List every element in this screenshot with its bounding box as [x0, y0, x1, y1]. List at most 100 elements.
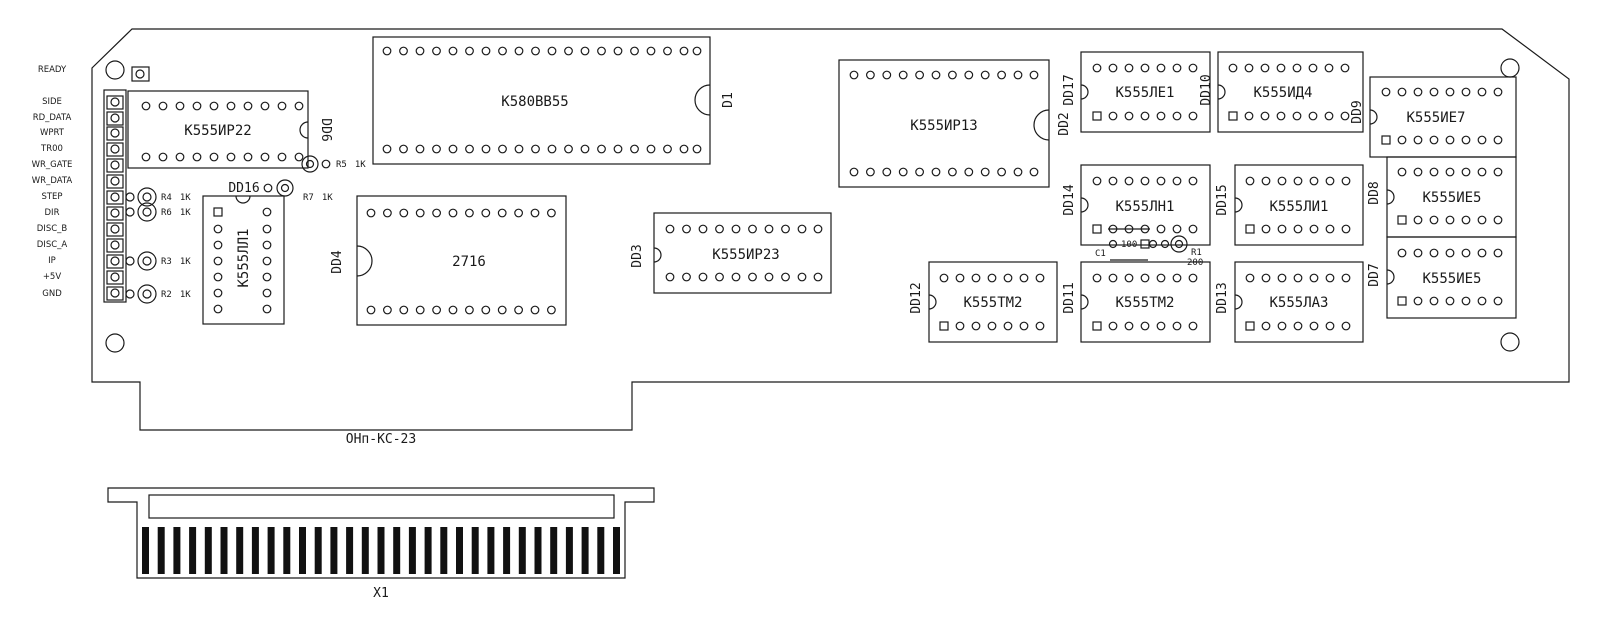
signal-label: DIR	[45, 208, 60, 218]
chip-part-label: К555ИР22	[184, 123, 251, 139]
chip-dd7: К555ИЕ5 DD7	[1367, 236, 1517, 319]
chip-ref-label: DD13	[1215, 282, 1230, 313]
chip-part-label: К555ИД4	[1253, 85, 1312, 101]
chip-part-label: К555ТМ2	[963, 295, 1022, 311]
chip-dd4: 2716 DD4	[330, 195, 567, 326]
chip-part-label: К555ИЕ5	[1422, 271, 1481, 287]
connector-contact	[220, 527, 228, 574]
chip-part-label: К555ЛА3	[1269, 295, 1328, 311]
chip-ref-label: DD4	[330, 250, 345, 274]
signal-header	[103, 89, 127, 303]
ready-pad-hole	[135, 69, 145, 79]
signal-label: READY	[38, 65, 67, 75]
chip-ref-label: DD16	[228, 181, 259, 196]
connector-contact	[393, 527, 401, 574]
connector-contact	[377, 527, 385, 574]
chip-ref-label: DD3	[630, 244, 645, 267]
signal-label: TR00	[40, 144, 63, 154]
chip-ref-label: DD9	[1350, 100, 1365, 123]
signal-label: STEP	[41, 192, 62, 202]
signal-label: RD_DATA	[33, 113, 72, 123]
connector-label: X1	[373, 586, 389, 601]
chip-ref-label: DD2	[1057, 112, 1072, 135]
connector-contact	[581, 527, 589, 574]
chip-ref-label: DD8	[1367, 181, 1382, 204]
connector-contact	[408, 527, 416, 574]
chip-dd15: К555ЛИ1 DD15	[1215, 164, 1364, 246]
connector-contact	[236, 527, 244, 574]
connector-contact	[330, 527, 338, 574]
chip-ref-label: DD15	[1215, 184, 1230, 215]
chip-dd14: К555ЛН1 DD14	[1062, 164, 1211, 246]
connector-contact	[518, 527, 526, 574]
chip-part-label: К555ЛЕ1	[1115, 85, 1174, 101]
connector-contact	[565, 527, 573, 574]
chip-part-label: К555ИЕ5	[1422, 190, 1481, 206]
r1-value-label: 200	[1187, 258, 1203, 268]
signal-label: DISC_B	[37, 224, 68, 234]
r5-pad	[301, 155, 331, 173]
connector-contact	[299, 527, 306, 574]
chip-part-label: К555ИР13	[910, 118, 977, 134]
chip-ref-label: D1	[721, 92, 736, 108]
chip-dd6: К555ИР22 DD6	[127, 90, 333, 169]
connector-contact	[251, 527, 259, 574]
c1-value-label: 100	[1121, 240, 1137, 250]
chip-part-label: К555ТМ2	[1115, 295, 1174, 311]
chip-dd13: К555ЛА3 DD13	[1215, 261, 1364, 343]
r1-ref-label: R1	[1191, 248, 1202, 258]
connector-contact	[440, 527, 448, 574]
connector-contact	[267, 527, 275, 574]
edge-connector-x1	[107, 487, 655, 579]
chip-part-label: 2716	[452, 254, 486, 270]
chip-part-label: К580ВВ55	[501, 94, 568, 110]
chip-dd8: К555ИЕ5 DD8	[1367, 156, 1517, 238]
connector-contacts	[142, 527, 620, 574]
connector-contact	[534, 527, 542, 574]
connector-contact	[173, 527, 181, 574]
c1-ref-label: C1	[1095, 249, 1106, 259]
connector-contact	[424, 527, 432, 574]
chip-part-label: К555ЛН1	[1115, 199, 1174, 215]
connector-contact	[487, 527, 495, 574]
chip-part-label: К555ИЕ7	[1406, 110, 1465, 126]
pin-row-bottom	[141, 152, 304, 162]
chip-dd17: К555ЛЕ1 DD17	[1062, 51, 1211, 133]
connector-contact	[283, 527, 291, 574]
mounting-hole	[105, 333, 125, 353]
led-pads	[125, 187, 157, 304]
r7-pad	[263, 179, 294, 197]
connector-contact	[613, 527, 620, 574]
signal-labels: READY SIDE RD_DATA WPRT TR00 WR_GATE WR_…	[32, 65, 73, 299]
chip-ref-label: DD14	[1062, 184, 1077, 215]
connector-contact	[471, 527, 479, 574]
mounting-hole	[1500, 58, 1520, 78]
connector-contact	[346, 527, 354, 574]
mounting-hole	[105, 60, 125, 80]
connector-contact	[157, 527, 165, 574]
connector-contact	[142, 527, 149, 574]
chip-dd3: К555ИР23 DD3	[630, 212, 832, 294]
chip-ref-label: DD6	[318, 118, 333, 141]
signal-label: WR_DATA	[32, 176, 73, 186]
connector-contact	[456, 527, 463, 574]
board-outline	[91, 28, 1570, 431]
mounting-hole	[1500, 332, 1520, 352]
pin-row-top	[141, 101, 304, 111]
signal-label: WR_GATE	[32, 160, 73, 170]
chip-part-label: К555ИР23	[712, 247, 779, 263]
chip-ref-label: DD17	[1062, 74, 1077, 105]
chip-ref-label: DD11	[1062, 282, 1077, 313]
chip-dd11: К555ТМ2 DD11	[1062, 261, 1211, 343]
chip-dd12: К555ТМ2 DD12	[909, 261, 1058, 343]
chip-ref-label: DD7	[1367, 263, 1382, 286]
connector-contact	[314, 527, 322, 574]
connector-contact	[204, 527, 212, 574]
